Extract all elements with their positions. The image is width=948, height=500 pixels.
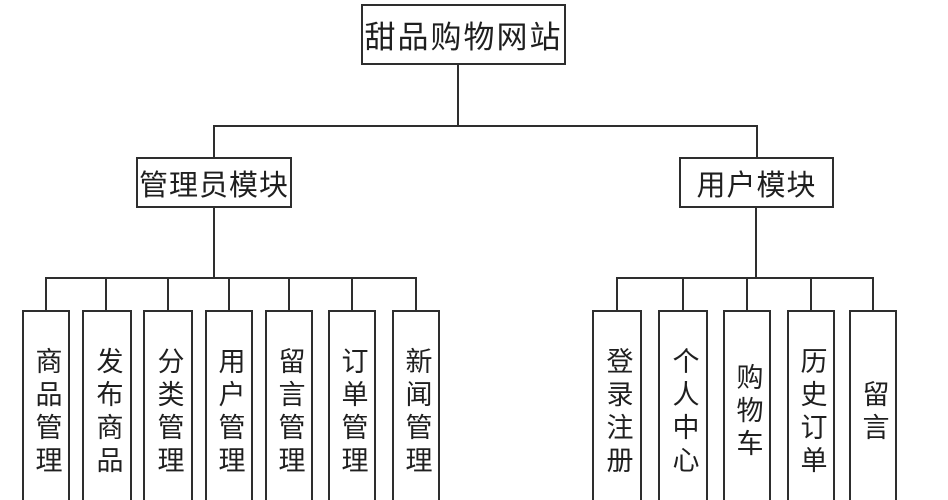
user-module-node: 用户模块 xyxy=(679,157,834,208)
connector-child-drop xyxy=(351,278,353,310)
connector-child-drop xyxy=(872,278,874,310)
node-label: 商品管理 xyxy=(31,346,62,479)
connector-user-drop xyxy=(756,126,758,158)
node-label: 留言管理 xyxy=(274,346,305,479)
connector-child-drop xyxy=(415,278,417,310)
node-label: 留言 xyxy=(858,379,889,446)
node-label: 登录注册 xyxy=(602,346,633,479)
connector-level1-horizontal xyxy=(213,125,758,127)
connector-admin-drop xyxy=(213,126,215,158)
node-label: 新闻管理 xyxy=(401,346,432,479)
node-publish-product: 发布商品 xyxy=(82,310,132,500)
node-category-management: 分类管理 xyxy=(143,310,193,500)
connector-admin-horizontal xyxy=(45,277,417,279)
connector-user-horizontal xyxy=(616,277,874,279)
node-label: 购物车 xyxy=(732,363,763,462)
node-label: 发布商品 xyxy=(92,346,123,479)
node-user-management: 用户管理 xyxy=(205,310,253,500)
node-order-history: 历史订单 xyxy=(787,310,835,500)
connector-child-drop xyxy=(167,278,169,310)
connector-child-drop xyxy=(105,278,107,310)
user-module-label: 用户模块 xyxy=(696,169,817,202)
root-node-site: 甜品购物网站 xyxy=(361,4,566,65)
root-node-label: 甜品购物网站 xyxy=(364,20,563,55)
connector-user-stem xyxy=(755,207,757,277)
connector-admin-stem xyxy=(213,208,215,277)
node-login-register: 登录注册 xyxy=(592,310,642,500)
node-label: 订单管理 xyxy=(337,346,368,479)
node-label: 分类管理 xyxy=(153,346,184,479)
node-news-management: 新闻管理 xyxy=(392,310,440,500)
admin-module-label: 管理员模块 xyxy=(138,169,289,202)
connector-child-drop xyxy=(616,278,618,310)
node-product-management: 商品管理 xyxy=(22,310,70,500)
node-label: 个人中心 xyxy=(668,346,699,479)
connector-child-drop xyxy=(45,278,47,310)
admin-module-node: 管理员模块 xyxy=(136,157,292,208)
node-order-management: 订单管理 xyxy=(328,310,376,500)
connector-child-drop xyxy=(810,278,812,310)
node-label: 用户管理 xyxy=(214,346,245,479)
node-message: 留言 xyxy=(849,310,897,500)
connector-child-drop xyxy=(682,278,684,310)
connector-child-drop xyxy=(228,278,230,310)
connector-child-drop xyxy=(288,278,290,310)
node-shopping-cart: 购物车 xyxy=(723,310,771,500)
node-personal-center: 个人中心 xyxy=(658,310,708,500)
node-label: 历史订单 xyxy=(796,346,827,479)
connector-root-drop xyxy=(457,64,459,125)
connector-child-drop xyxy=(746,278,748,310)
node-message-management: 留言管理 xyxy=(265,310,313,500)
